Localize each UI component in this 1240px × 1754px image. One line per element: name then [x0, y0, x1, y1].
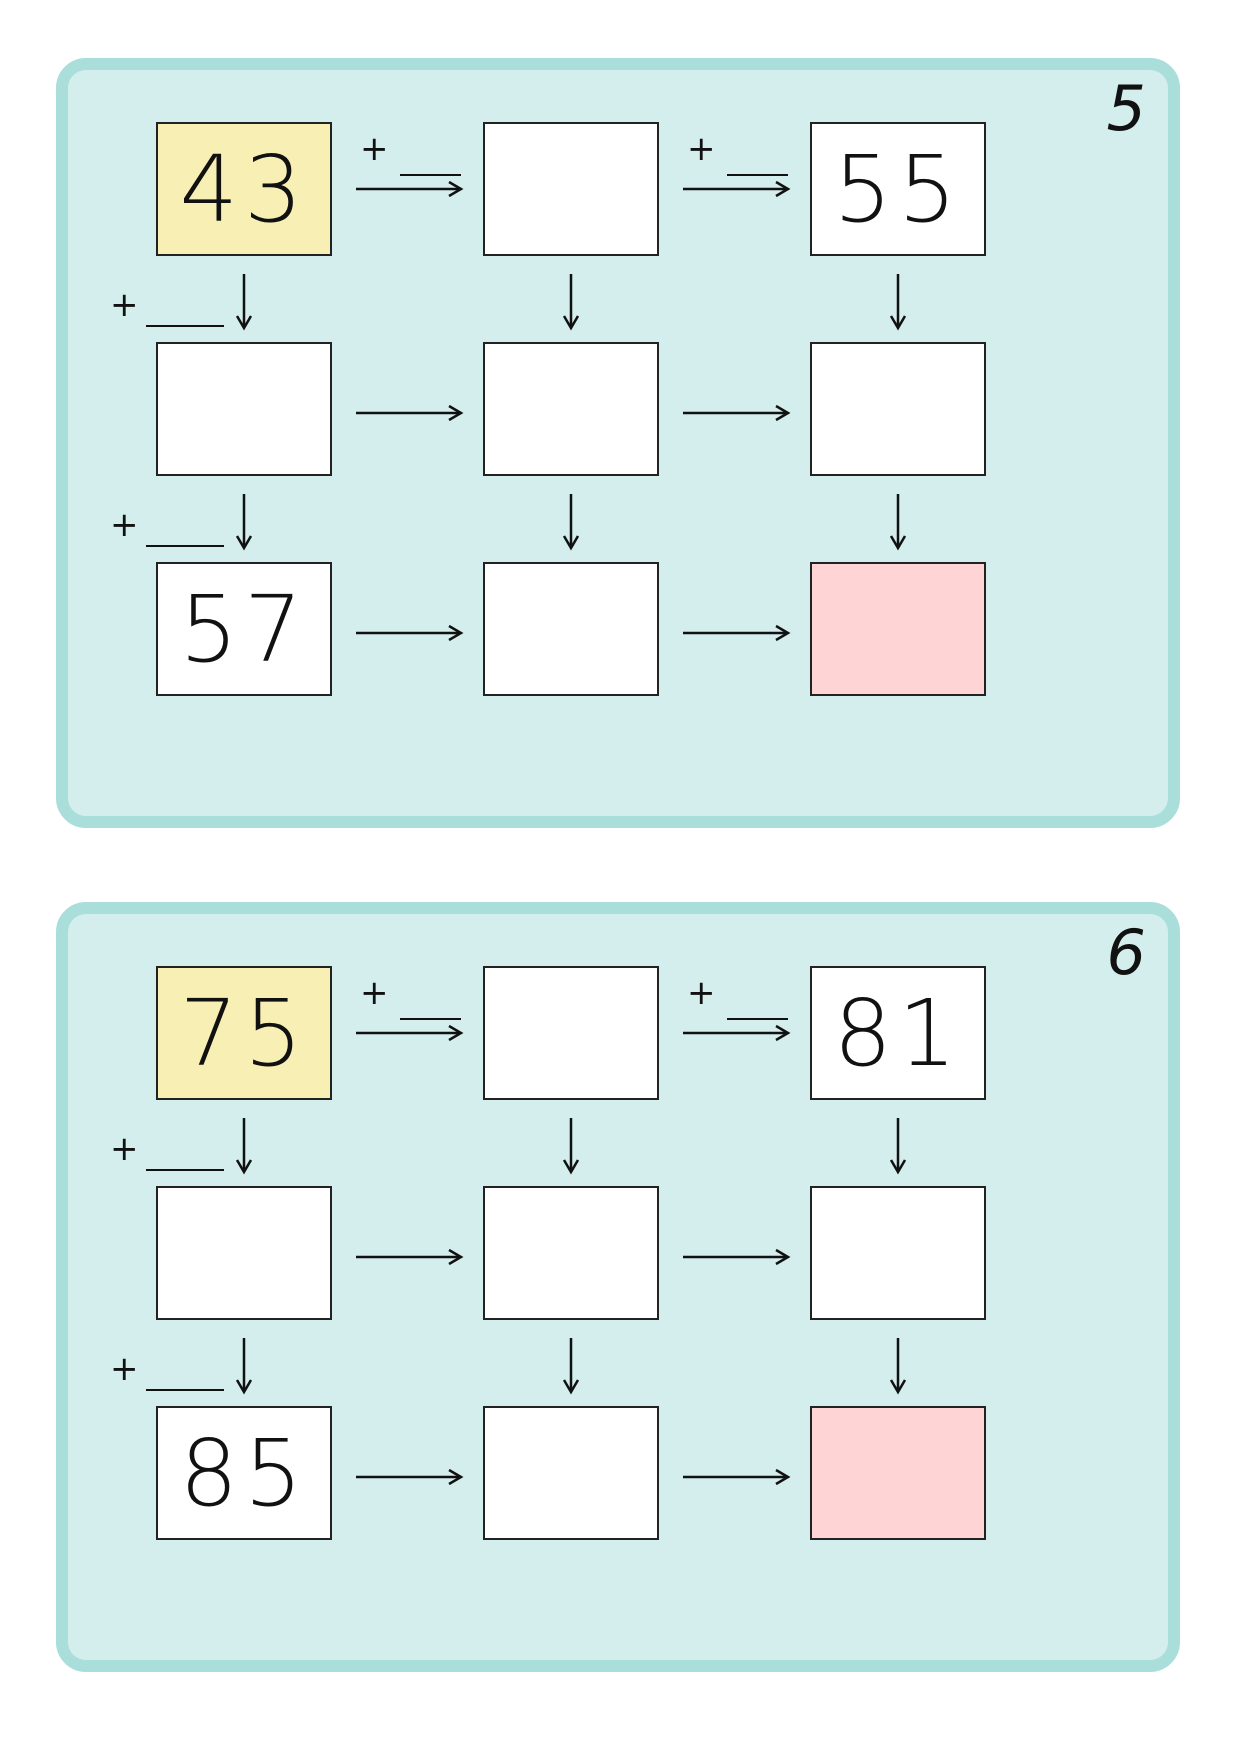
grid-cell[interactable]	[483, 122, 659, 256]
arrow-down-icon	[235, 1118, 253, 1175]
plus-sign: +	[360, 129, 389, 169]
grid-cell[interactable]	[156, 1186, 332, 1320]
start-cell[interactable]: 43	[156, 122, 332, 256]
puzzle-card-5: 5 + + + +43 55 57	[56, 58, 1180, 828]
arrow-down-icon	[562, 1338, 580, 1395]
arrow-right-icon	[356, 1468, 464, 1486]
grid-cell[interactable]: 55	[810, 122, 986, 256]
grid-cell[interactable]	[483, 966, 659, 1100]
arrow-down-icon	[235, 274, 253, 331]
grid-cell[interactable]	[483, 1186, 659, 1320]
grid-cell[interactable]	[810, 342, 986, 476]
grid-cell[interactable]	[810, 1186, 986, 1320]
arrow-right-icon	[683, 1468, 791, 1486]
arrow-right-icon	[356, 180, 464, 198]
grid-cell[interactable]	[483, 562, 659, 696]
arrow-right-icon	[356, 404, 464, 422]
arrow-down-icon	[235, 1338, 253, 1395]
arrow-right-icon	[683, 180, 791, 198]
arrow-down-icon	[562, 274, 580, 331]
grid-cell[interactable]	[483, 342, 659, 476]
arrow-right-icon	[356, 624, 464, 642]
arrow-right-icon	[683, 1248, 791, 1266]
result-cell[interactable]	[810, 562, 986, 696]
plus-sign: +	[110, 1349, 139, 1389]
arrow-right-icon	[356, 1024, 464, 1042]
arrow-right-icon	[683, 1024, 791, 1042]
arrow-down-icon	[889, 494, 907, 551]
card-number: 6	[1106, 916, 1146, 989]
grid-cell[interactable]: 57	[156, 562, 332, 696]
arrow-down-icon	[562, 1118, 580, 1175]
plus-sign: +	[687, 973, 716, 1013]
grid-cell[interactable]: 85	[156, 1406, 332, 1540]
arrow-right-icon	[683, 404, 791, 422]
plus-sign: +	[110, 285, 139, 325]
plus-sign: +	[110, 1129, 139, 1169]
arrow-down-icon	[889, 1338, 907, 1395]
plus-sign: +	[360, 973, 389, 1013]
grid-cell[interactable]: 81	[810, 966, 986, 1100]
plus-sign: +	[110, 505, 139, 545]
arrow-down-icon	[562, 494, 580, 551]
arrow-down-icon	[889, 274, 907, 331]
card-number: 5	[1106, 72, 1146, 145]
result-cell[interactable]	[810, 1406, 986, 1540]
start-cell[interactable]: 75	[156, 966, 332, 1100]
arrow-right-icon	[683, 624, 791, 642]
arrow-down-icon	[235, 494, 253, 551]
arrow-down-icon	[889, 1118, 907, 1175]
grid-cell[interactable]	[483, 1406, 659, 1540]
puzzle-card-6: 6 + + + +75 81 85	[56, 902, 1180, 1672]
plus-sign: +	[687, 129, 716, 169]
arrow-right-icon	[356, 1248, 464, 1266]
grid-cell[interactable]	[156, 342, 332, 476]
